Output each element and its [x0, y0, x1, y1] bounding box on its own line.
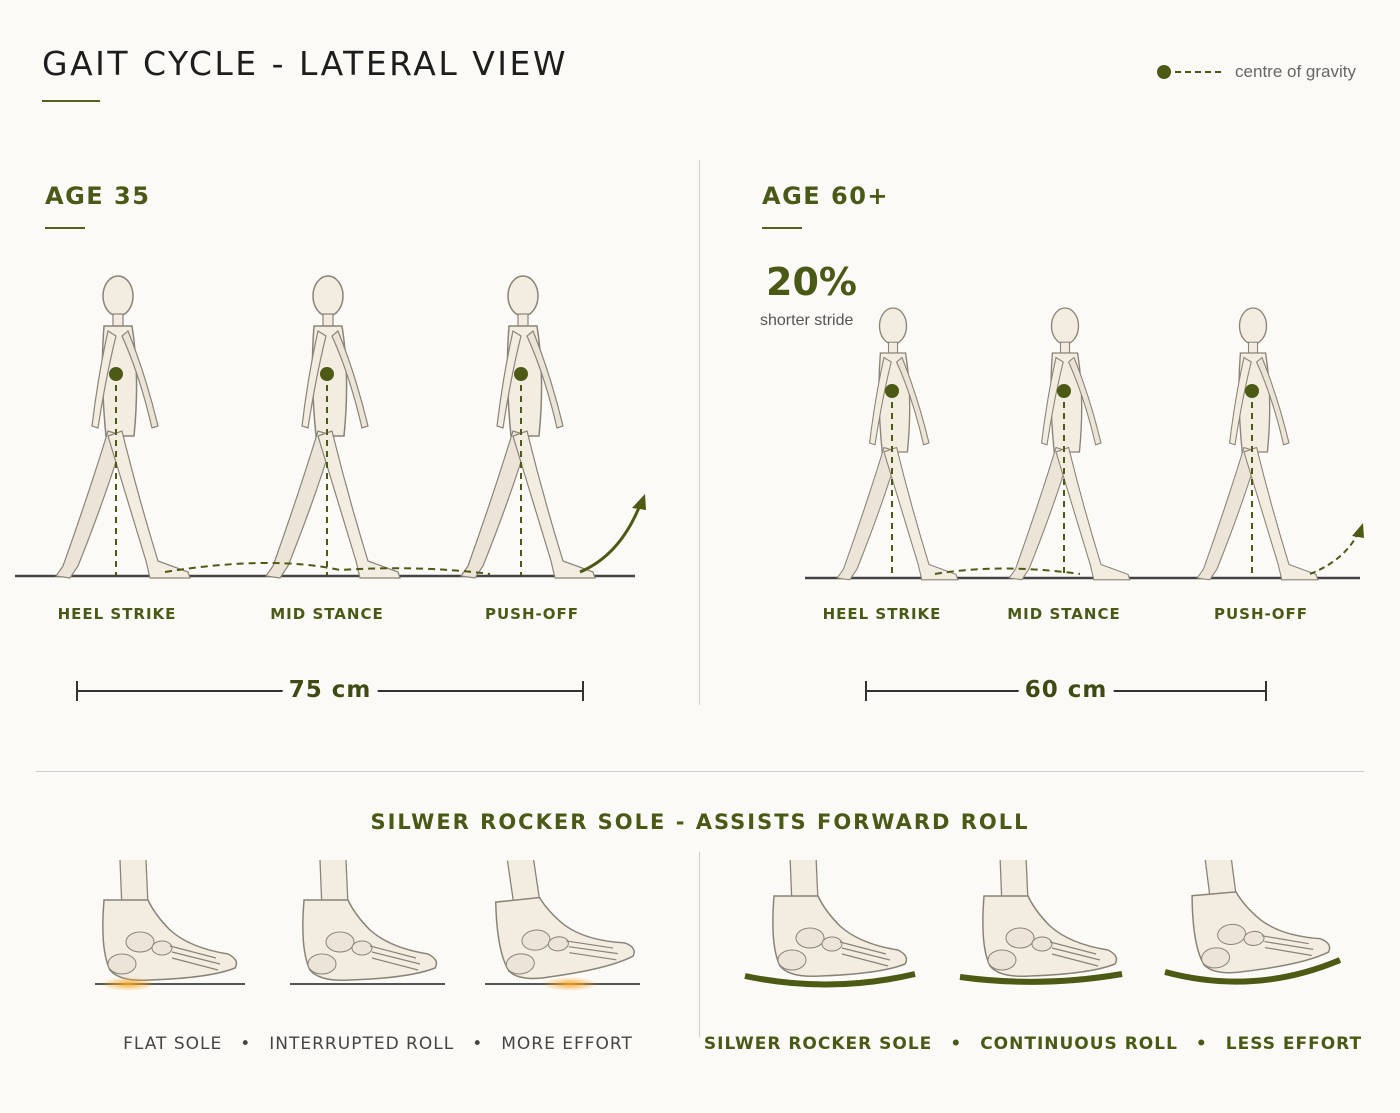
left-stride-length: 75 cm	[282, 677, 378, 703]
right-phase-mid-stance: MID STANCE	[1007, 605, 1121, 623]
right-heading-underline	[762, 227, 802, 229]
foot-flat-sole	[102, 860, 238, 982]
caption-separator: •	[1195, 1034, 1208, 1054]
left-push-off-arrow	[579, 504, 642, 574]
caption-separator: •	[240, 1034, 252, 1054]
left-stride-path	[164, 562, 491, 575]
left-figure-push-off	[460, 275, 596, 579]
flat-sole-captions: FLAT SOLE • INTERRUPTED ROLL • MORE EFFO…	[123, 1034, 633, 1054]
right-push-off-arrow	[1309, 532, 1359, 575]
shorter-stride-percent: 20%	[766, 260, 857, 304]
left-panel-heading: AGE 35	[45, 182, 151, 210]
title-underline	[42, 100, 100, 102]
cog-lines	[115, 374, 1253, 577]
caption-less-effort: LESS EFFORT	[1225, 1034, 1363, 1054]
caption-separator: •	[950, 1034, 963, 1054]
foot-more-effort	[489, 860, 637, 983]
rocker-sole-captions: SILWER ROCKER SOLE • CONTINUOUS ROLL • L…	[704, 1034, 1362, 1054]
foot-diagrams	[95, 860, 1342, 991]
rocker-sole-heading: SILWER ROCKER SOLE - ASSISTS FORWARD ROL…	[370, 810, 1030, 834]
right-panel-heading: AGE 60+	[762, 182, 890, 210]
heel-pressure-highlight	[100, 977, 156, 991]
left-phase-push-off: PUSH-OFF	[484, 605, 580, 623]
caption-continuous-roll: CONTINUOUS ROLL	[980, 1034, 1178, 1054]
right-figure-mid-stance	[1008, 307, 1131, 581]
gait-figures	[15, 275, 1364, 581]
shorter-stride-label: shorter stride	[760, 312, 854, 329]
caption-interrupted-roll: INTERRUPTED ROLL	[269, 1034, 455, 1054]
left-phase-heel-strike: HEEL STRIKE	[57, 605, 177, 623]
legend-label: centre of gravity	[1235, 62, 1356, 81]
legend: centre of gravity	[1157, 62, 1356, 82]
bottom-divider	[699, 852, 700, 1037]
left-figure-heel-strike	[55, 275, 191, 579]
rocker-sole-feet	[744, 860, 1342, 988]
right-phase-heel-strike: HEEL STRIKE	[822, 605, 942, 623]
foot-interrupted-roll	[302, 860, 438, 982]
caption-more-effort: MORE EFFORT	[501, 1034, 633, 1054]
caption-flat-sole: FLAT SOLE	[123, 1034, 223, 1054]
caption-separator: •	[472, 1034, 484, 1054]
stride-measures	[76, 681, 1267, 701]
right-figure-heel-strike	[836, 307, 959, 581]
left-heading-underline	[45, 227, 85, 229]
right-phase-push-off: PUSH-OFF	[1213, 605, 1309, 623]
panel-divider	[699, 160, 700, 705]
forefoot-pressure-highlight	[542, 977, 598, 991]
cog-dots	[109, 367, 1259, 398]
page-title: GAIT CYCLE - LATERAL VIEW	[42, 44, 568, 83]
right-stride-length: 60 cm	[1018, 677, 1114, 703]
right-figure-push-off	[1196, 307, 1319, 581]
left-phase-mid-stance: MID STANCE	[270, 605, 384, 623]
left-figure-mid-stance	[265, 275, 401, 579]
right-stride-path	[934, 567, 1081, 575]
section-divider	[36, 771, 1364, 772]
centre-of-gravity-dot-icon	[1157, 65, 1172, 79]
caption-silwer-rocker-sole: SILWER ROCKER SOLE	[703, 1034, 933, 1054]
dashed-line-icon	[1175, 71, 1222, 73]
